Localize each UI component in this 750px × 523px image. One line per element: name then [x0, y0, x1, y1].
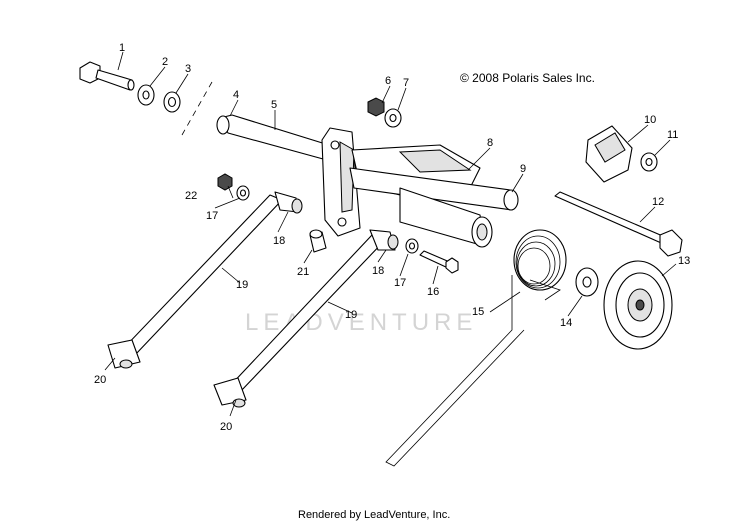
part-17-washer-b: [405, 238, 419, 254]
callout-18b: 18: [372, 265, 384, 277]
callout-11: 11: [667, 129, 678, 141]
callout-8: 8: [487, 137, 493, 149]
callout-17b: 17: [394, 277, 406, 289]
callout-3: 3: [185, 63, 191, 75]
part-21-bushing: [309, 229, 327, 253]
part-10-bracket: [585, 125, 633, 183]
callout-6: 6: [385, 75, 391, 87]
callout-15: 15: [472, 306, 484, 318]
part-12-bolt: [554, 191, 683, 257]
part-1-bolt: [79, 61, 135, 91]
part-15-spring: [385, 229, 567, 467]
callout-22: 22: [185, 190, 197, 202]
part-7-washer: [384, 108, 402, 128]
callout-4: 4: [233, 89, 239, 101]
callout-14: 14: [560, 317, 572, 329]
callout-7: 7: [403, 77, 409, 89]
part-19-arm-left: [107, 191, 303, 369]
callout-20a: 20: [94, 374, 106, 386]
callout-17a: 17: [206, 210, 218, 222]
callout-12: 12: [652, 196, 664, 208]
part-2-washer: [137, 84, 155, 106]
part-13-wheel: [603, 260, 673, 350]
copyright-text: © 2008 Polaris Sales Inc.: [460, 71, 595, 85]
part-22-nut: [217, 173, 233, 191]
part-16-bolt: [419, 250, 459, 274]
callout-2: 2: [162, 56, 168, 68]
watermark-text: LEADVENTURE: [245, 309, 477, 336]
part-11-washer: [640, 152, 658, 172]
mounting-plate: [321, 127, 361, 237]
part-9-cross-tube: [349, 167, 519, 248]
part-3-washer: [163, 91, 181, 113]
callout-10: 10: [644, 114, 656, 126]
part-6-nut: [367, 97, 385, 117]
callout-19a: 19: [236, 279, 248, 291]
part-19-arm-right: [213, 229, 399, 408]
callout-20b: 20: [220, 421, 232, 433]
leader-lines: [104, 51, 677, 417]
assembly-axis-line: [181, 81, 213, 136]
part-17-washer-a: [236, 185, 250, 201]
callout-21: 21: [297, 266, 309, 278]
callout-16: 16: [427, 286, 439, 298]
callout-18a: 18: [273, 235, 285, 247]
callout-19b: 19: [345, 309, 357, 321]
part-14-washer: [575, 267, 599, 297]
callout-5: 5: [271, 99, 277, 111]
footer-text: Rendered by LeadVenture, Inc.: [298, 509, 450, 521]
callout-9: 9: [520, 163, 526, 175]
callout-1: 1: [119, 42, 125, 54]
callout-13: 13: [678, 255, 690, 267]
